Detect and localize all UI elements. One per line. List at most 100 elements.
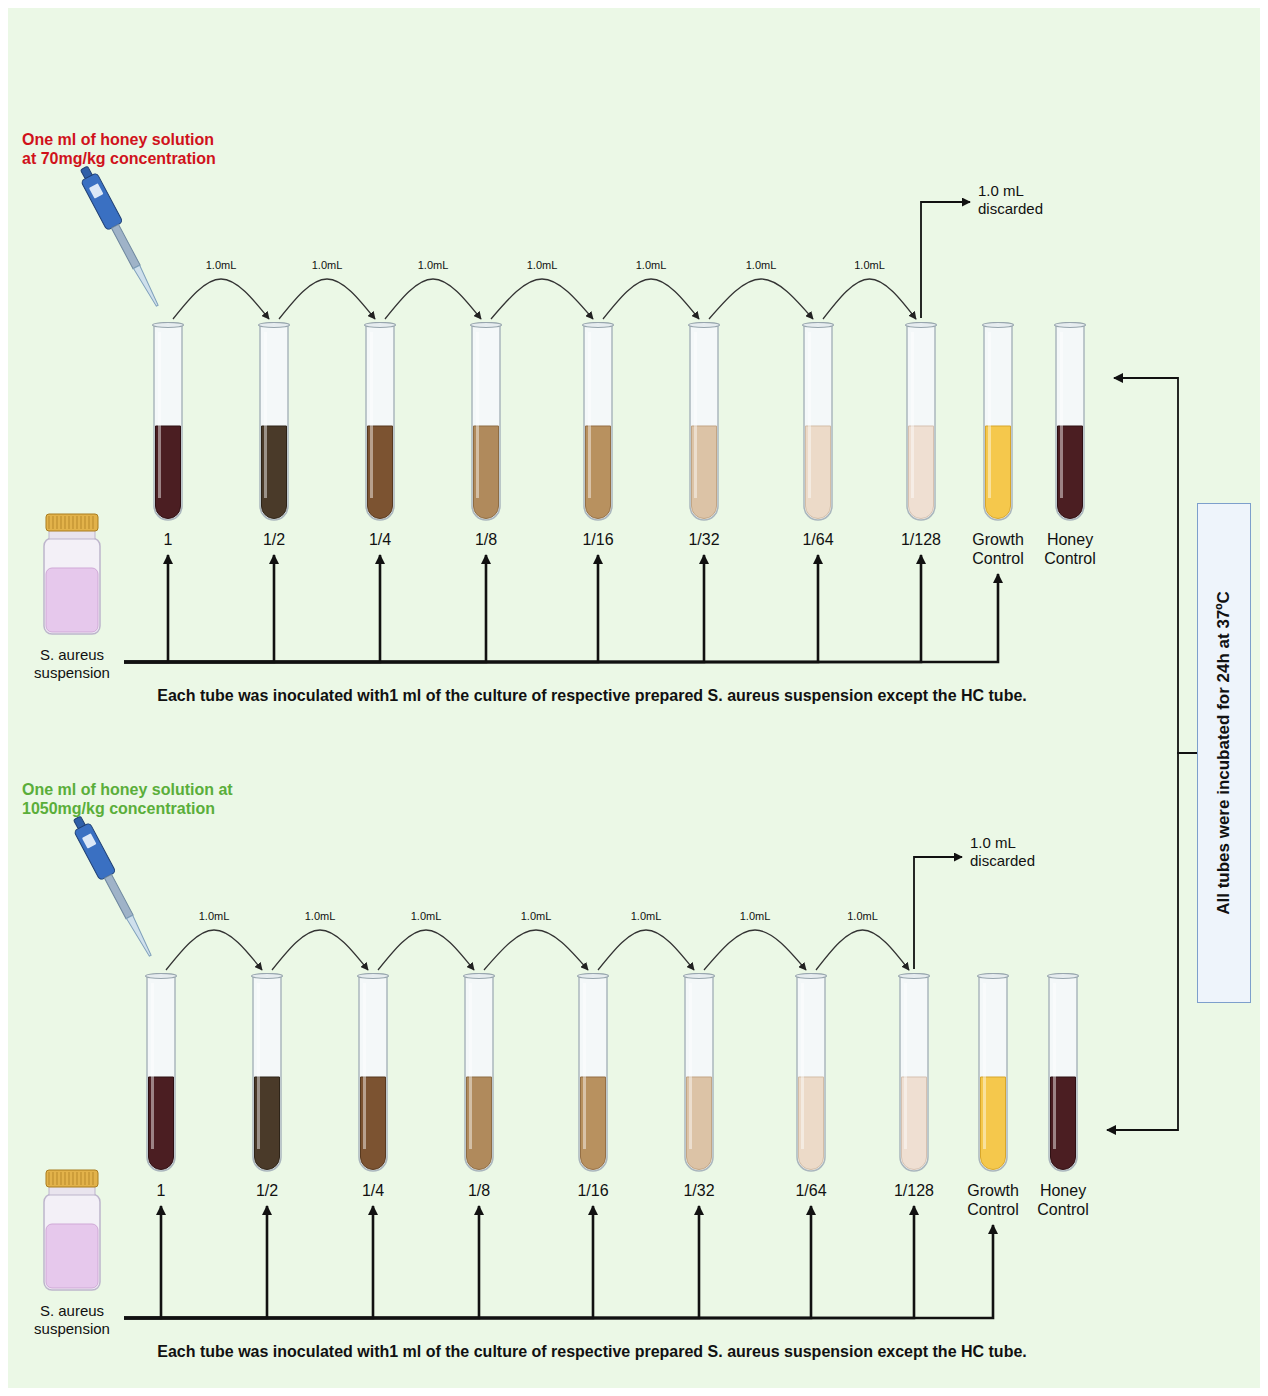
culture-label: S. aureus suspension — [20, 1302, 124, 1338]
inoculation-caption: Each tube was inoculated with1 ml of the… — [157, 1342, 1027, 1361]
volume-label: 1.0mL — [204, 259, 239, 272]
tube-highlight — [264, 332, 267, 498]
inoculation-arrow — [124, 555, 598, 662]
jar-drawing — [37, 1168, 107, 1292]
jar-drawing — [37, 512, 107, 636]
tube-drawing — [466, 322, 506, 522]
inoculation-arrow — [124, 574, 998, 662]
tube-highlight — [583, 983, 586, 1149]
test-tube: 1 — [145, 322, 191, 549]
jar-liquid — [46, 1224, 98, 1288]
tube-rim — [358, 974, 389, 979]
cap-ridge — [69, 516, 70, 529]
culture-label: S. aureus suspension — [20, 646, 124, 682]
tube-rim — [365, 323, 396, 328]
pipette-icon — [69, 814, 158, 960]
tube-drawing — [1050, 322, 1090, 522]
dilution-label: 1/2 — [256, 1181, 278, 1200]
tube-glass — [366, 324, 394, 520]
tube-glass — [147, 975, 175, 1171]
culture-jar: S. aureus suspension — [20, 1168, 124, 1338]
cap-ridge — [89, 1172, 90, 1185]
tube-drawing — [360, 322, 400, 522]
tube-highlight — [588, 332, 591, 498]
tube-drawing — [247, 973, 287, 1173]
volume-label: 1.0mL — [629, 910, 664, 923]
test-tube: Growth Control — [960, 322, 1036, 568]
inoculation-arrow — [124, 555, 921, 662]
tube-rim — [983, 323, 1014, 328]
volume-label: 1.0mL — [634, 259, 669, 272]
transfer-arrow — [272, 930, 368, 970]
tube-drawing — [573, 973, 613, 1173]
pipette-icon — [76, 164, 165, 310]
tube-rim — [906, 323, 937, 328]
cap-ridge — [81, 1172, 82, 1185]
tube-drawing — [978, 322, 1018, 522]
dilution-label: 1/8 — [475, 530, 497, 549]
inoculation-caption: Each tube was inoculated with1 ml of the… — [157, 686, 1027, 705]
tube-highlight — [689, 983, 692, 1149]
transfer-arrow — [823, 279, 916, 319]
tube-drawing — [901, 322, 941, 522]
tube-glass — [584, 324, 612, 520]
inoculation-arrow — [124, 1206, 373, 1318]
cap-ridge — [65, 516, 66, 529]
tube-glass — [984, 324, 1012, 520]
transfer-arrow — [704, 930, 806, 970]
volume-label: 1.0mL — [525, 259, 560, 272]
inoculation-arrow — [124, 555, 380, 662]
incubation-box: All tubes were incubated for 24h at 37ºC — [1197, 503, 1251, 1003]
inoculation-arrow — [124, 555, 274, 662]
culture-jar: S. aureus suspension — [20, 512, 124, 682]
cap-ridge — [73, 516, 74, 529]
inoculation-arrow — [124, 1225, 993, 1318]
tube-highlight — [469, 983, 472, 1149]
tube-glass — [1049, 975, 1077, 1171]
tube-drawing — [973, 973, 1013, 1173]
tube-rim — [578, 974, 609, 979]
tube-glass — [472, 324, 500, 520]
cap-ridge — [53, 1172, 54, 1185]
dilution-label: 1/128 — [901, 530, 941, 549]
tube-drawing — [798, 322, 838, 522]
test-tube: 1/32 — [681, 322, 727, 549]
tube-highlight — [1053, 983, 1056, 1149]
test-tube: Growth Control — [955, 973, 1031, 1219]
tube-rim — [803, 323, 834, 328]
dilution-label: 1/64 — [802, 530, 833, 549]
inoculation-arrow — [124, 1206, 593, 1318]
test-tube: 1/8 — [456, 973, 502, 1200]
tube-glass — [359, 975, 387, 1171]
volume-label: 1.0mL — [197, 910, 232, 923]
inoculation-arrow — [124, 555, 704, 662]
transfer-arrow — [279, 279, 375, 319]
transfer-arrow — [385, 279, 481, 319]
tube-glass — [260, 324, 288, 520]
dilution-label: 1/8 — [468, 1181, 490, 1200]
test-tube: 1/4 — [357, 322, 403, 549]
tube-glass — [804, 324, 832, 520]
jar-glass — [44, 538, 100, 634]
cap-ridge — [77, 516, 78, 529]
test-tube: 1 — [138, 973, 184, 1200]
volume-label: 1.0mL — [310, 259, 345, 272]
dilution-label: Growth Control — [958, 1181, 1028, 1219]
concentration-note: One ml of honey solution at 1050mg/kg co… — [22, 780, 252, 818]
tube-highlight — [257, 983, 260, 1149]
cap-ridge — [61, 516, 62, 529]
jar-cap — [46, 1170, 98, 1187]
tube-drawing — [684, 322, 724, 522]
test-tube: 1/4 — [350, 973, 396, 1200]
tube-highlight — [808, 332, 811, 498]
inoculation-arrow — [124, 1206, 161, 1318]
cap-ridge — [49, 516, 50, 529]
dilution-label: Honey Control — [1035, 530, 1105, 568]
tube-glass — [1056, 324, 1084, 520]
tube-drawing — [254, 322, 294, 522]
discard-note: 1.0 mL discarded — [970, 834, 1060, 870]
tube-glass — [907, 324, 935, 520]
dilution-label: 1 — [164, 530, 173, 549]
tube-highlight — [151, 983, 154, 1149]
